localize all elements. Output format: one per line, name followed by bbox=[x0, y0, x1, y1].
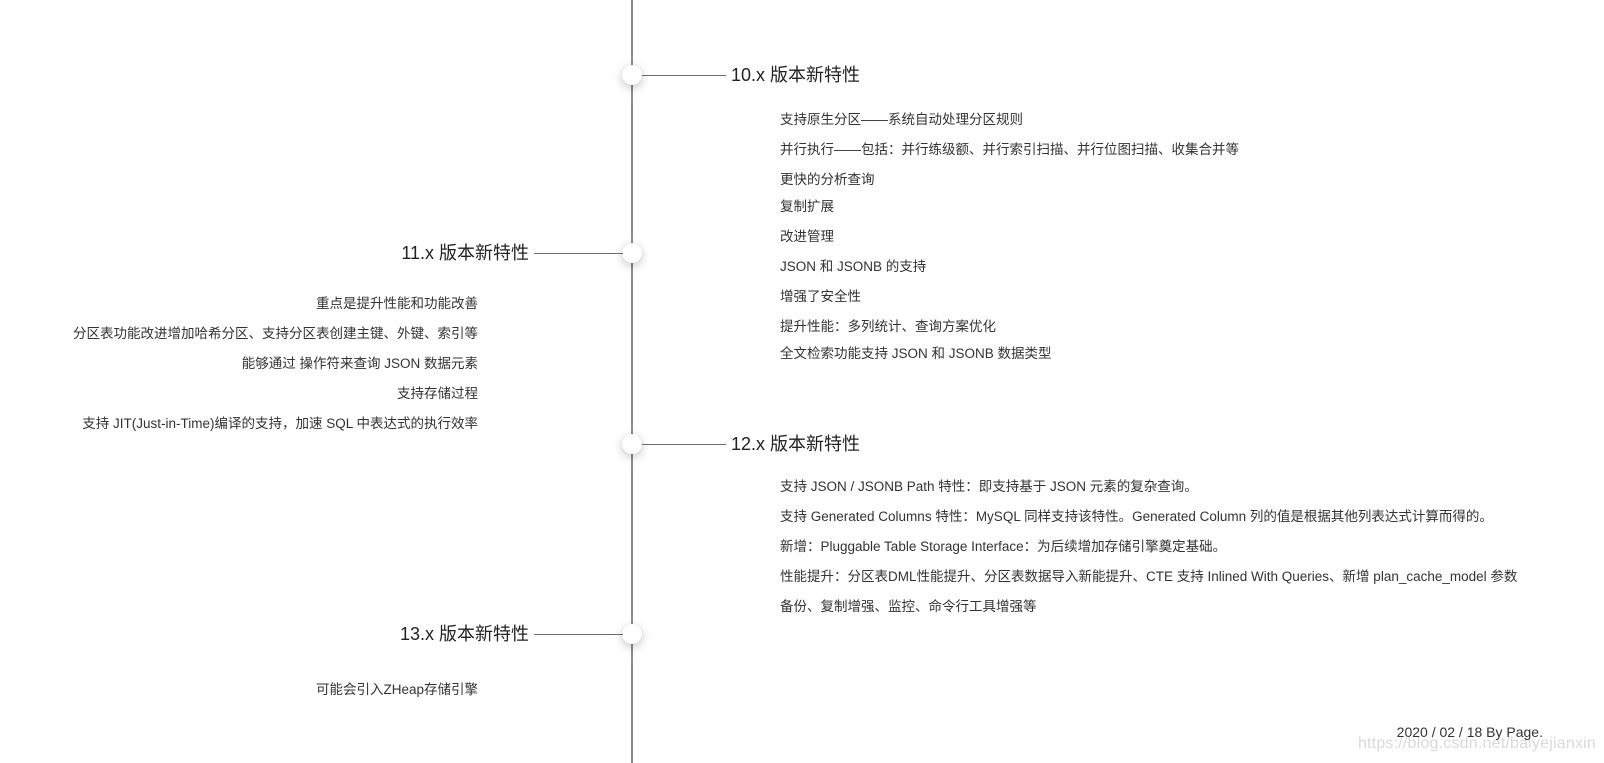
timeline-node-11x bbox=[622, 243, 642, 263]
connector-11x bbox=[534, 253, 623, 254]
list-item: 支持原生分区——系统自动处理分区规则 bbox=[780, 112, 1023, 127]
list-item: 改进管理 bbox=[780, 229, 834, 244]
list-item: JSON 和 JSONB 的支持 bbox=[780, 259, 927, 274]
timeline-node-13x bbox=[622, 624, 642, 644]
list-item: 增强了安全性 bbox=[780, 289, 861, 304]
section-title-12x: 12.x 版本新特性 bbox=[731, 434, 861, 454]
list-item: 提升性能：多列统计、查询方案优化 bbox=[780, 319, 996, 334]
footer-credit: 2020 / 02 / 18 By Page. bbox=[1396, 724, 1543, 740]
timeline-node-10x bbox=[622, 65, 642, 85]
list-item: 全文检索功能支持 JSON 和 JSONB 数据类型 bbox=[780, 346, 1052, 361]
list-item: 可能会引入ZHeap存储引擎 bbox=[315, 682, 478, 697]
list-item: 新增：Pluggable Table Storage Interface：为后续… bbox=[780, 539, 1227, 554]
list-item: 支持 Generated Columns 特性：MySQL 同样支持该特性。Ge… bbox=[780, 509, 1493, 524]
connector-13x bbox=[534, 634, 623, 635]
list-item: 复制扩展 bbox=[780, 199, 834, 214]
list-item: 更快的分析查询 bbox=[780, 172, 875, 187]
list-item: 支持 JIT(Just-in-Time)编译的支持，加速 SQL 中表达式的执行… bbox=[82, 416, 478, 431]
watermark: https://blog.csdn.net/baiyejianxin bbox=[1357, 735, 1596, 752]
connector-12x bbox=[642, 444, 726, 445]
connector-10x bbox=[642, 75, 726, 76]
list-item: 备份、复制增强、监控、命令行工具增强等 bbox=[780, 599, 1037, 614]
list-item: 能够通过 操作符来查询 JSON 数据元素 bbox=[241, 356, 478, 371]
list-item: 性能提升：分区表DML性能提升、分区表数据导入新能提升、CTE 支持 Inlin… bbox=[780, 569, 1518, 584]
list-item: 并行执行——包括：并行练级额、并行索引扫描、并行位图扫描、收集合并等 bbox=[780, 142, 1239, 157]
list-item: 支持存储过程 bbox=[397, 386, 478, 401]
timeline-axis bbox=[631, 0, 633, 763]
section-title-10x: 10.x 版本新特性 bbox=[731, 65, 861, 85]
list-item: 重点是提升性能和功能改善 bbox=[316, 296, 478, 311]
section-title-13x: 13.x 版本新特性 bbox=[399, 624, 529, 644]
list-item: 支持 JSON / JSONB Path 特性：即支持基于 JSON 元素的复杂… bbox=[780, 479, 1198, 494]
section-title-11x: 11.x 版本新特性 bbox=[401, 243, 529, 263]
timeline-node-12x bbox=[622, 434, 642, 454]
list-item: 分区表功能改进增加哈希分区、支持分区表创建主键、外键、索引等 bbox=[73, 326, 478, 341]
